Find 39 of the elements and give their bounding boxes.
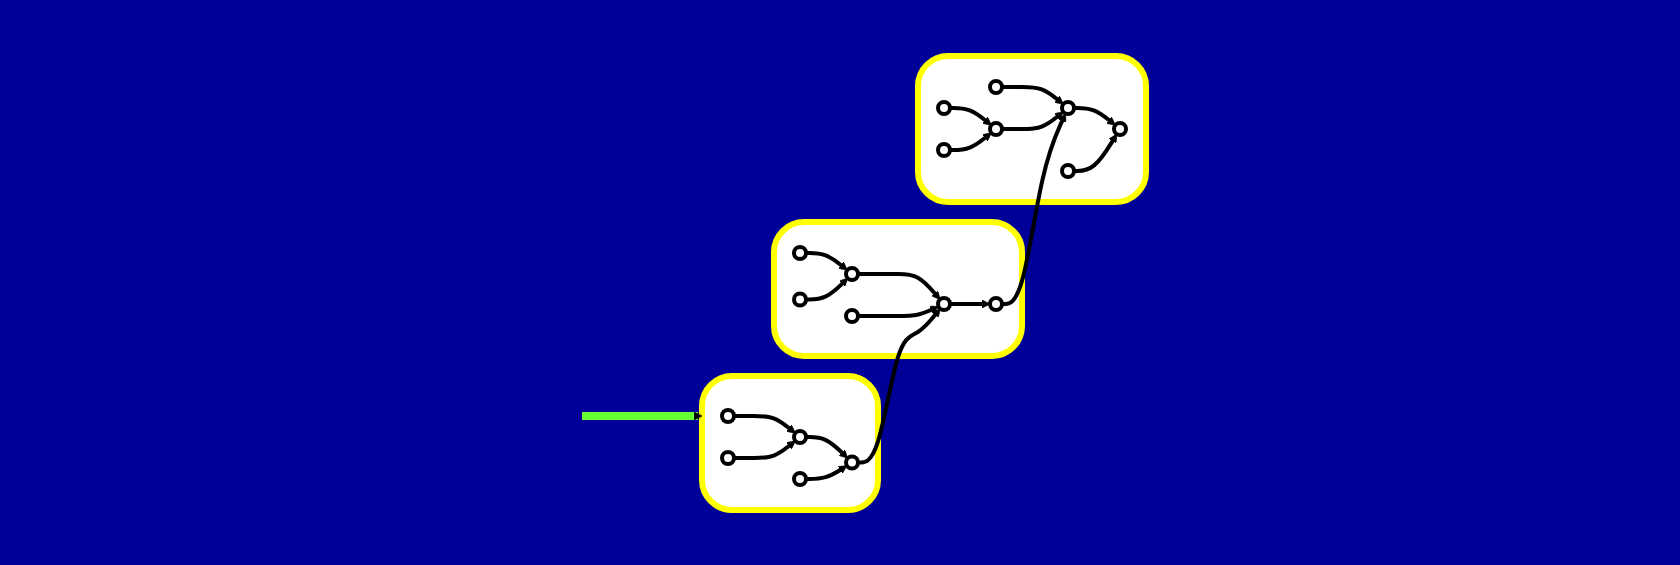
node-circle (936, 295, 952, 312)
node-circle (1060, 99, 1076, 116)
group-box (771, 218, 1025, 359)
node-circle (1060, 162, 1076, 179)
arrow (858, 305, 939, 318)
arrow (806, 464, 848, 481)
node-circle (792, 470, 808, 487)
arrow (806, 434, 849, 459)
arrow (1002, 112, 1067, 306)
arrow (858, 307, 941, 464)
node-circle (720, 449, 736, 466)
node-circle (988, 295, 1004, 312)
arrow (950, 105, 992, 126)
arrow (734, 413, 796, 434)
node-circle (844, 265, 860, 282)
node-circle (936, 99, 952, 116)
node-circle (792, 244, 808, 261)
node-circle (844, 307, 860, 324)
arrow (806, 277, 849, 301)
arrow (1074, 133, 1118, 173)
arrow (734, 439, 796, 460)
arrow (1074, 105, 1116, 126)
arrow (950, 299, 991, 308)
group-box (915, 52, 1149, 205)
node-circle (1112, 120, 1128, 137)
node-circle (792, 291, 808, 307)
arrow (1002, 84, 1064, 105)
node-circle (988, 120, 1004, 137)
arrow (858, 271, 941, 300)
node-circle (792, 428, 808, 445)
arrow (950, 131, 992, 152)
node-circle (988, 78, 1004, 95)
node-circle (844, 454, 860, 470)
node-circle (936, 141, 952, 158)
group-box (699, 372, 881, 513)
arrow (806, 250, 848, 271)
node-circle (720, 407, 736, 424)
arrow (1002, 110, 1064, 131)
arrow (581, 411, 703, 420)
